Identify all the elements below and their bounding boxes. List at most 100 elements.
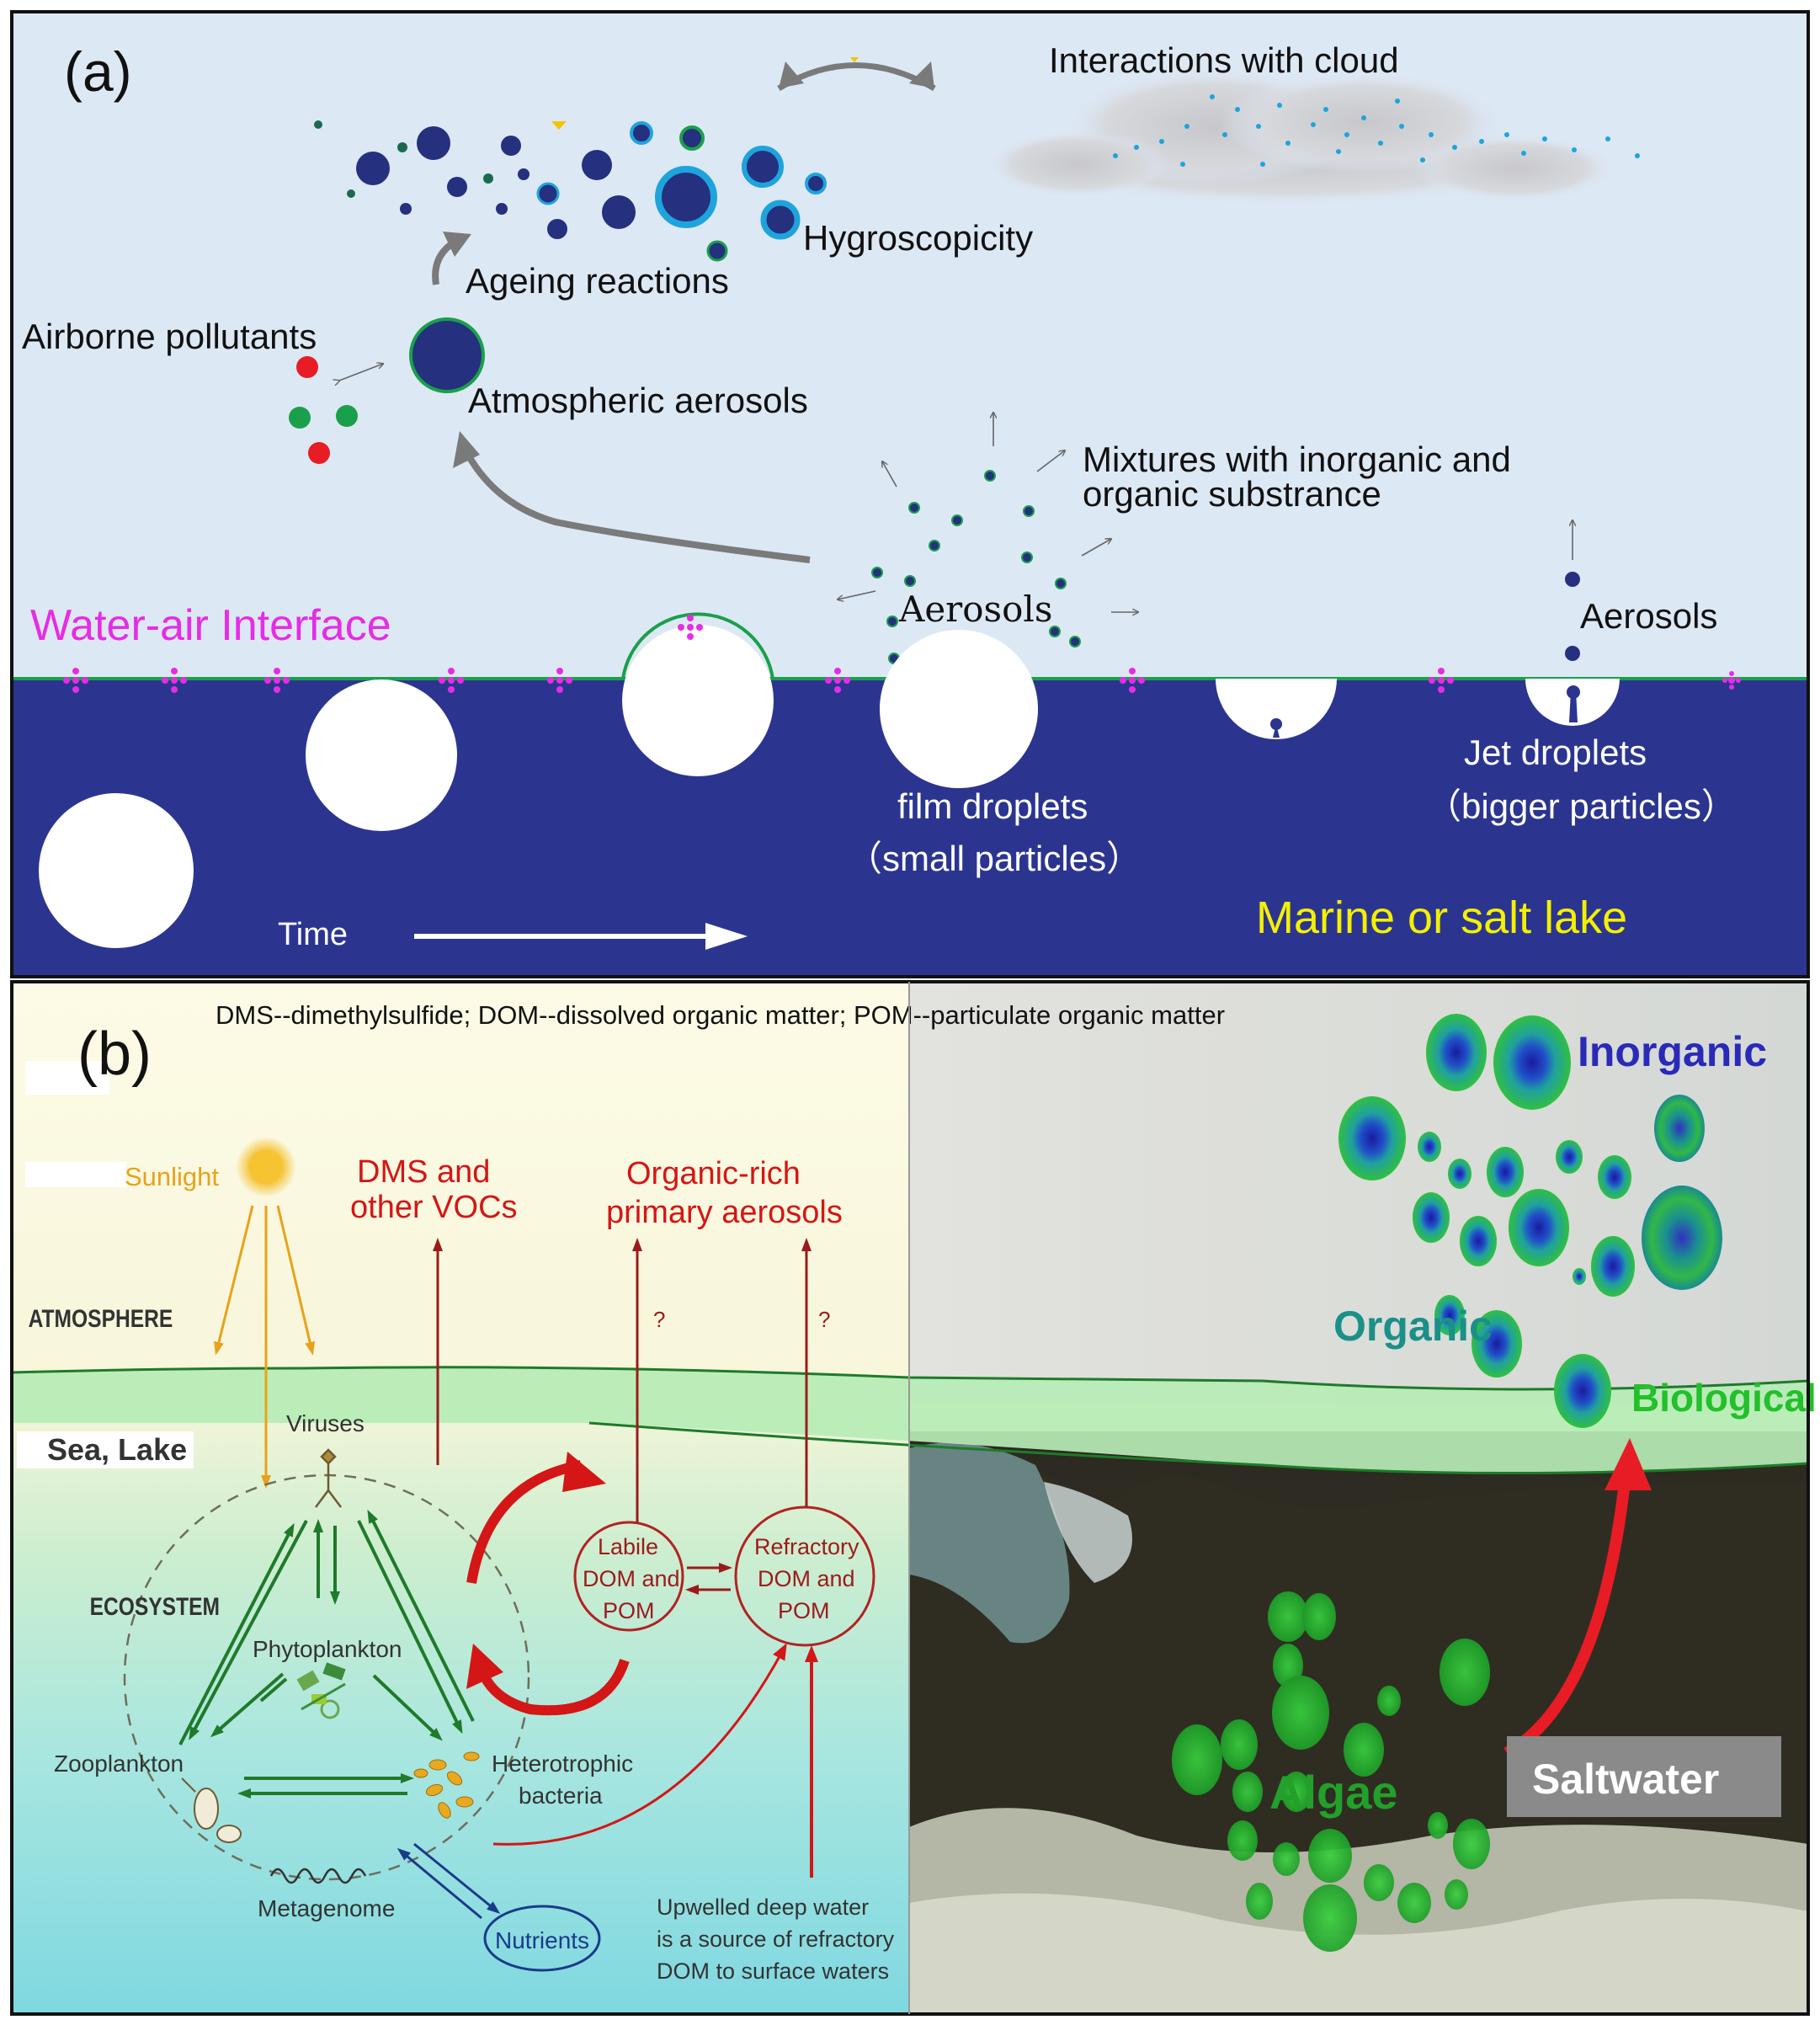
saltwater-to-aerosol-arrow-head: [1604, 1438, 1652, 1490]
cloud-arrow-head-left: [779, 61, 804, 88]
upwelled-label-line3: DOM to surface waters: [657, 1958, 889, 1984]
bacteria-to-labile-arrow: [466, 1460, 583, 1584]
question-mark-1: ?: [653, 1307, 665, 1332]
panel-a-label: (a): [64, 40, 132, 103]
algae-cluster: [1172, 1591, 1490, 1952]
interactions-with-cloud-label: Interactions with cloud: [1049, 40, 1399, 80]
photo-wave-foam: [1044, 1482, 1132, 1583]
metagenome-icon: [269, 1868, 367, 1884]
nutrients-arrow: [413, 1842, 501, 1915]
nutrients-label: Nutrients: [495, 1927, 589, 1953]
interface-sparkles: [63, 615, 1741, 693]
atmosphere-label: ATMOSPHERE: [29, 1304, 173, 1333]
panel-b: (b) DMS--dimethylsulfide; DOM--dissolved…: [10, 980, 1817, 2016]
virus-icon: [315, 1448, 342, 1508]
time-arrow-head: [705, 923, 748, 950]
airborne-pollutants-label: Airborne pollutants: [22, 317, 317, 356]
small-yellow-marker: [850, 57, 859, 62]
film-aerosol-dots: [871, 470, 1081, 664]
refractory-label-line3: POM: [778, 1598, 830, 1623]
water-air-interface-label: Water-air Interface: [30, 601, 391, 650]
ageing-reactions-label: Ageing reactions: [466, 261, 729, 301]
organic-rich-label-line2: primary aerosols: [606, 1195, 843, 1230]
cloud-droplets: [1113, 94, 1640, 167]
labile-dom-circle: [573, 1521, 684, 1632]
phytoplankton-icon: [296, 1662, 346, 1719]
jet-aerosol-dot: [1565, 646, 1580, 661]
upwelled-label-line2: is a source of refractory: [657, 1926, 895, 1952]
heterotrophic-label-line2: bacteria: [519, 1783, 603, 1809]
rise-arrow: [465, 453, 811, 563]
small-yellow-marker: [551, 121, 567, 130]
viruses-label: Viruses: [286, 1410, 365, 1436]
jet-droplets-label: Jet droplets: [1464, 733, 1647, 772]
sea-lake-label: Sea, Lake: [47, 1432, 187, 1467]
airborne-pollutants-dots: [289, 356, 358, 464]
biological-label: Biological: [1631, 1376, 1817, 1420]
labile-label-line2: DOM and: [583, 1566, 680, 1591]
sun-core: [249, 1150, 283, 1184]
question-mark-2: ?: [818, 1307, 830, 1332]
bacteria-icon: [413, 1751, 480, 1819]
pollutant-interaction-arrow: [339, 364, 383, 381]
refractory-label-line1: Refractory: [754, 1534, 859, 1559]
labile-label-line1: Labile: [598, 1534, 658, 1559]
ageing-arrow-head: [443, 232, 471, 257]
photo-foam-light: [909, 1893, 1808, 2014]
saltwater-to-aerosol-arrow: [1503, 1481, 1631, 1759]
dms-label-line2: other VOCs: [350, 1190, 518, 1225]
film-aerosol-arrows: [838, 413, 1138, 612]
panel-b-label: (b): [77, 1020, 152, 1088]
white-patch: [25, 1162, 126, 1187]
saltwater-box: [1507, 1736, 1781, 1817]
white-patch: [17, 1431, 194, 1468]
cloud: [985, 67, 1616, 206]
aerosol-particle-cluster: [1338, 1014, 1722, 1428]
atmospheric-aerosols-label: Atmospheric aerosols: [468, 381, 808, 420]
algae-label: Algae: [1269, 1766, 1398, 1819]
sun-ray-arrow: [276, 1205, 316, 1356]
upwelled-label-line1: Upwelled deep water: [657, 1894, 869, 1920]
marine-or-salt-lake-label: Marine or salt lake: [1256, 893, 1627, 943]
bacteria-to-refractory-arrow: [492, 1643, 787, 1846]
bigger-particles-label: （bigger particles）: [1426, 786, 1737, 826]
photo-wave-spray: [909, 1442, 1070, 1644]
organic-rich-label-line1: Organic-rich: [626, 1156, 801, 1191]
nutrients-arrow: [396, 1847, 482, 1920]
labile-to-bacteria-arrow: [479, 1659, 630, 1716]
zooplankton-icon: [181, 1777, 242, 1843]
refractory-label-line2: DOM and: [758, 1566, 855, 1591]
jet-aerosols-label: Aerosols: [1580, 596, 1717, 636]
bubbles: [39, 612, 1620, 948]
abbreviations-note: DMS--dimethylsulfide; DOM--dissolved org…: [216, 1000, 1225, 1030]
aged-aerosol-cluster: [314, 120, 827, 262]
ecosystem-circle: [123, 1473, 530, 1881]
water-surface-line: [11, 1366, 1809, 1391]
inorganic-label: Inorganic: [1578, 1028, 1767, 1075]
food-web-arrows: [178, 1509, 475, 1799]
white-patch: [25, 1061, 109, 1095]
labile-label-line3: POM: [603, 1598, 655, 1623]
mixtures-label-line2: organic substrance: [1083, 474, 1381, 514]
film-aerosols-label: Aerosols: [898, 589, 1052, 630]
jet-aerosol-dot: [1565, 572, 1580, 587]
small-particles-label: （small particles）: [847, 839, 1141, 878]
organic-label: Organic: [1333, 1303, 1493, 1350]
film-droplets-label: film droplets: [897, 786, 1088, 826]
sun-ray-arrow: [214, 1205, 254, 1356]
nutrients-ellipse: [483, 1905, 601, 1972]
cloud-arrow-head-right: [909, 61, 934, 88]
photo-sky: [909, 982, 1808, 1403]
labile-to-bacteria-arrow-head: [466, 1644, 503, 1689]
dms-label-line1: DMS and: [357, 1154, 490, 1190]
panel-a: (a) Interactions with cloud Hygroscopici…: [10, 10, 1810, 978]
phytoplankton-label: Phytoplankton: [253, 1636, 402, 1662]
saltwater-label: Saltwater: [1532, 1756, 1719, 1803]
sunlight-label: Sunlight: [125, 1162, 219, 1191]
zooplankton-label: Zooplankton: [54, 1751, 184, 1777]
heterotrophic-label-line1: Heterotrophic: [492, 1751, 633, 1777]
bacteria-to-labile-arrow-head: [562, 1452, 606, 1492]
ecosystem-label: ECOSYSTEM: [90, 1592, 220, 1621]
rise-arrow-head: [453, 431, 480, 468]
